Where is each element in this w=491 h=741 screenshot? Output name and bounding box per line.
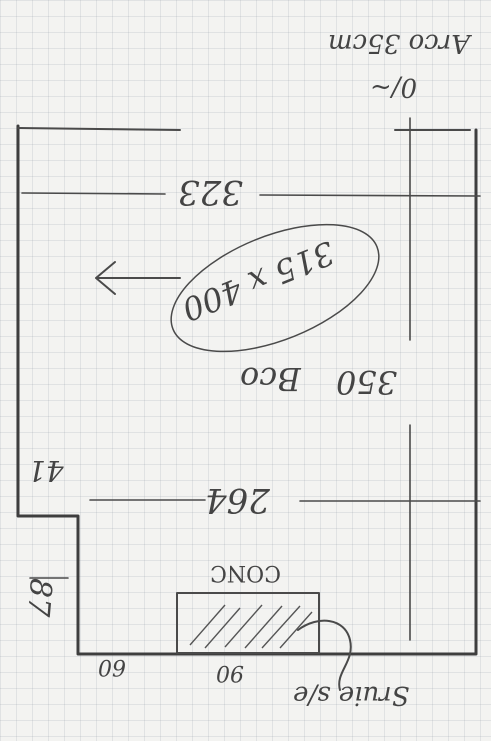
small-left-label: 41 (28, 454, 64, 487)
dimension-line-bottom (89, 499, 481, 502)
base-left-label: 60 (98, 654, 126, 679)
room-outline (16, 124, 478, 656)
base-right-label: Sruie s/e (293, 680, 410, 710)
top-note-line1: Arco 35cm (328, 28, 470, 58)
top-wall (17, 127, 181, 131)
squiggle-mark (297, 619, 352, 691)
dimension-line-top (21, 192, 481, 197)
fixture-box (176, 592, 320, 654)
bed-ellipse (170, 223, 380, 353)
direction-arrow (95, 261, 181, 295)
fixture-hatch (189, 604, 313, 649)
top-note-line2: 0/~ (370, 72, 418, 102)
fixture-label: CONC (210, 560, 281, 585)
left-side-label: 87 (19, 576, 59, 619)
dimension-label-bottom: 264 (205, 480, 270, 520)
dimension-label-top: 323 (178, 172, 243, 212)
room-label: Bco (240, 360, 301, 398)
base-mid-label: 90 (216, 660, 244, 685)
dimension-label-right: 350 (336, 363, 398, 401)
